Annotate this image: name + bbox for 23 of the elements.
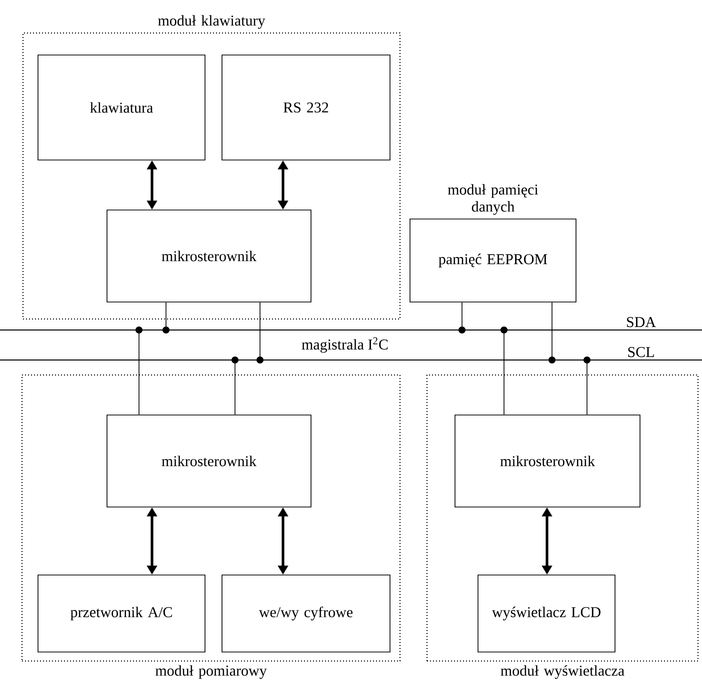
heading: moduł wyświetlacza bbox=[500, 665, 624, 679]
bus-label: magistrala I$^{2}$C bbox=[302, 337, 388, 353]
connection-line bbox=[232, 356, 238, 415]
block-box: mikrosterownik bbox=[454, 414, 640, 508]
block-box: mikrosterownik bbox=[106, 210, 312, 302]
block-box: wyświetlacz LCD bbox=[478, 574, 616, 652]
block-box: mikrosterownik bbox=[106, 414, 312, 508]
connection-line bbox=[162, 302, 170, 334]
connection-line bbox=[256, 302, 264, 364]
connection-line bbox=[458, 302, 466, 334]
block-box: przetwornik A/C bbox=[38, 574, 206, 652]
block-box: we/wy cyfrowe bbox=[222, 574, 390, 652]
block-box: klawiatura bbox=[38, 54, 206, 160]
connection-line bbox=[548, 302, 556, 364]
connection-line bbox=[584, 356, 590, 415]
block-box: RS 232 bbox=[222, 54, 390, 160]
bus-line: SDA bbox=[0, 317, 702, 330]
heading: moduł klawiatury bbox=[158, 15, 266, 29]
heading: moduł pamięci danych bbox=[448, 184, 538, 215]
heading: moduł pomiarowy bbox=[156, 665, 267, 679]
connection-line bbox=[136, 326, 142, 415]
connection-line bbox=[500, 326, 508, 415]
block-box: pamięć EEPROM bbox=[410, 218, 576, 302]
